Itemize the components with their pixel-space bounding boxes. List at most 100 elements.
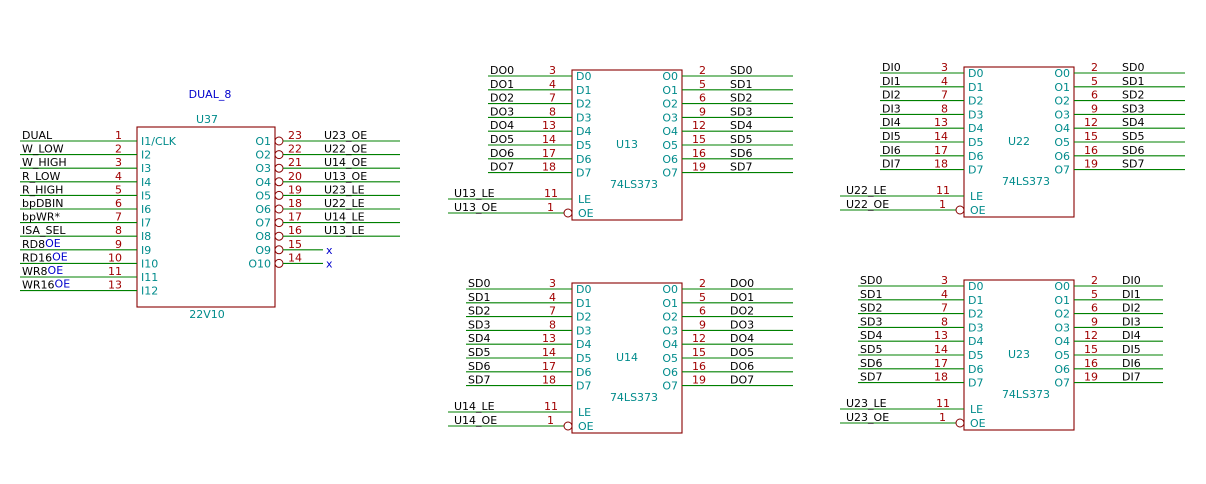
gal-input-pin-name: I10 [141, 257, 158, 270]
gal-output-net: U13_LE [324, 224, 365, 237]
latch-input-pin-name: D6 [576, 366, 591, 379]
latch-output-pin-name: O4 [1054, 335, 1070, 348]
latch-input-net: SD0 [468, 277, 490, 290]
gal-output-bubble [274, 136, 284, 146]
latch-output-pin-number: 15 [1084, 130, 1098, 143]
latch-oe-net: U23_OE [846, 411, 889, 424]
latch-output-pin-number: 15 [692, 346, 706, 359]
latch-oe-net: U22_OE [846, 198, 889, 211]
gal-output-pin-name: O3 [255, 162, 271, 175]
latch-output-pin-name: O7 [1054, 377, 1070, 390]
latch-input-pin-name: D2 [968, 95, 983, 108]
latch-input-pin-name: D0 [968, 280, 983, 293]
gal-output-pin-number: 19 [288, 183, 302, 196]
gal-output-net: U23_OE [324, 129, 367, 142]
gal-input-pin-number: 7 [115, 211, 122, 224]
latch-input-net: DO3 [490, 105, 514, 118]
latch-le-pin-number: 11 [936, 184, 950, 197]
latch-output-pin-number: 9 [699, 318, 706, 331]
latch-output-pin-name: O7 [662, 167, 678, 180]
latch-input-pin-name: D1 [968, 81, 983, 94]
latch-input-pin-name: D5 [968, 349, 983, 362]
latch-output-pin-name: O0 [662, 283, 678, 296]
latch-output-pin-name: O1 [662, 297, 678, 310]
latch-output-net: SD4 [730, 119, 752, 132]
gal-input-net: W_HIGH [22, 156, 67, 169]
latch-output-pin-number: 19 [1084, 371, 1098, 384]
gal-input-pin-name: I9 [141, 244, 151, 257]
latch-output-net: SD7 [730, 161, 752, 174]
gal-input-pin-number: 8 [115, 224, 122, 237]
gal-input-net-suffix: OE [55, 278, 71, 291]
latch-output-pin-number: 2 [699, 64, 706, 77]
gal-input-pin-number: 11 [108, 265, 122, 278]
latch-output-pin-name: O1 [662, 84, 678, 97]
latch-input-net: DO6 [490, 147, 514, 160]
gal-output-pin-name: O5 [255, 189, 271, 202]
gal-input-net: WR16OE [22, 278, 70, 292]
latch-output-pin-number: 19 [692, 161, 706, 174]
latch-input-net: SD4 [468, 332, 490, 345]
latch-input-pin-name: D4 [576, 125, 591, 138]
latch-input-pin-name: D4 [968, 122, 983, 135]
latch-output-pin-number: 19 [692, 374, 706, 387]
latch-output-net: DO0 [730, 277, 754, 290]
gal-output-net: U22_LE [324, 197, 365, 210]
latch-input-net: DO7 [490, 161, 514, 174]
latch-output-pin-number: 15 [692, 133, 706, 146]
gal-input-pin-name: I8 [141, 230, 151, 243]
latch-le-net: U14_LE [454, 400, 495, 413]
latch-le-net: U13_LE [454, 187, 495, 200]
latch-input-net: SD5 [860, 343, 882, 356]
gal-output-pin-name: O8 [255, 230, 271, 243]
latch-output-net: SD7 [1122, 158, 1144, 171]
latch-input-pin-number: 3 [549, 277, 556, 290]
gal-input-pin-name: I4 [141, 176, 151, 189]
latch-output-pin-name: O0 [662, 70, 678, 83]
latch-output-net: SD6 [730, 147, 752, 160]
latch-output-pin-number: 2 [699, 277, 706, 290]
latch-input-pin-number: 17 [542, 360, 556, 373]
gal-no-connect: x [326, 244, 333, 257]
latch-output-pin-name: O5 [662, 352, 678, 365]
latch-input-pin-name: D2 [968, 308, 983, 321]
gal-output-pin-number: 17 [288, 211, 302, 224]
latch-input-pin-number: 18 [542, 374, 556, 387]
latch-input-pin-name: D4 [968, 335, 983, 348]
latch-input-pin-number: 14 [542, 346, 556, 359]
latch-input-net: SD0 [860, 274, 882, 287]
gal-input-pin-name: I6 [141, 203, 151, 216]
gal-input-pin-number: 6 [115, 197, 122, 210]
latch-output-pin-number: 12 [1084, 116, 1098, 129]
latch-output-pin-number: 9 [699, 105, 706, 118]
latch-input-pin-name: D3 [968, 108, 983, 121]
latch-ref: U13 [616, 138, 638, 151]
gal-input-net: R_HIGH [22, 183, 63, 196]
gal-input-net: ISA_SEL [22, 224, 66, 237]
latch-output-pin-name: O5 [1054, 349, 1070, 362]
latch-output-pin-name: O3 [662, 111, 678, 124]
latch-oe-net: U13_OE [454, 201, 497, 214]
latch-le-pin-number: 11 [544, 187, 558, 200]
latch-le-net: U22_LE [846, 184, 887, 197]
latch-output-pin-number: 9 [1091, 315, 1098, 328]
latch-output-net: DI6 [1122, 357, 1141, 370]
gal-input-pin-name: I1/CLK [141, 135, 177, 148]
latch-input-net: DI7 [882, 158, 901, 171]
gal-input-net: bpDBIN [22, 197, 63, 210]
latch-input-pin-number: 17 [934, 357, 948, 370]
gal-input-pin-number: 2 [115, 143, 122, 156]
gal-output-net: U13_OE [324, 170, 367, 183]
latch-input-pin-name: D6 [968, 150, 983, 163]
latch-output-pin-name: O7 [1054, 164, 1070, 177]
gal-output-pin-name: O1 [255, 135, 271, 148]
latch-input-net: SD2 [468, 305, 490, 318]
latch-output-net: DO3 [730, 318, 754, 331]
latch-input-net: SD3 [860, 315, 882, 328]
latch-output-net: SD5 [730, 133, 752, 146]
latch-input-net: DI5 [882, 130, 901, 143]
gal-input-pin-number: 9 [115, 238, 122, 251]
latch-input-pin-name: D7 [576, 380, 591, 393]
